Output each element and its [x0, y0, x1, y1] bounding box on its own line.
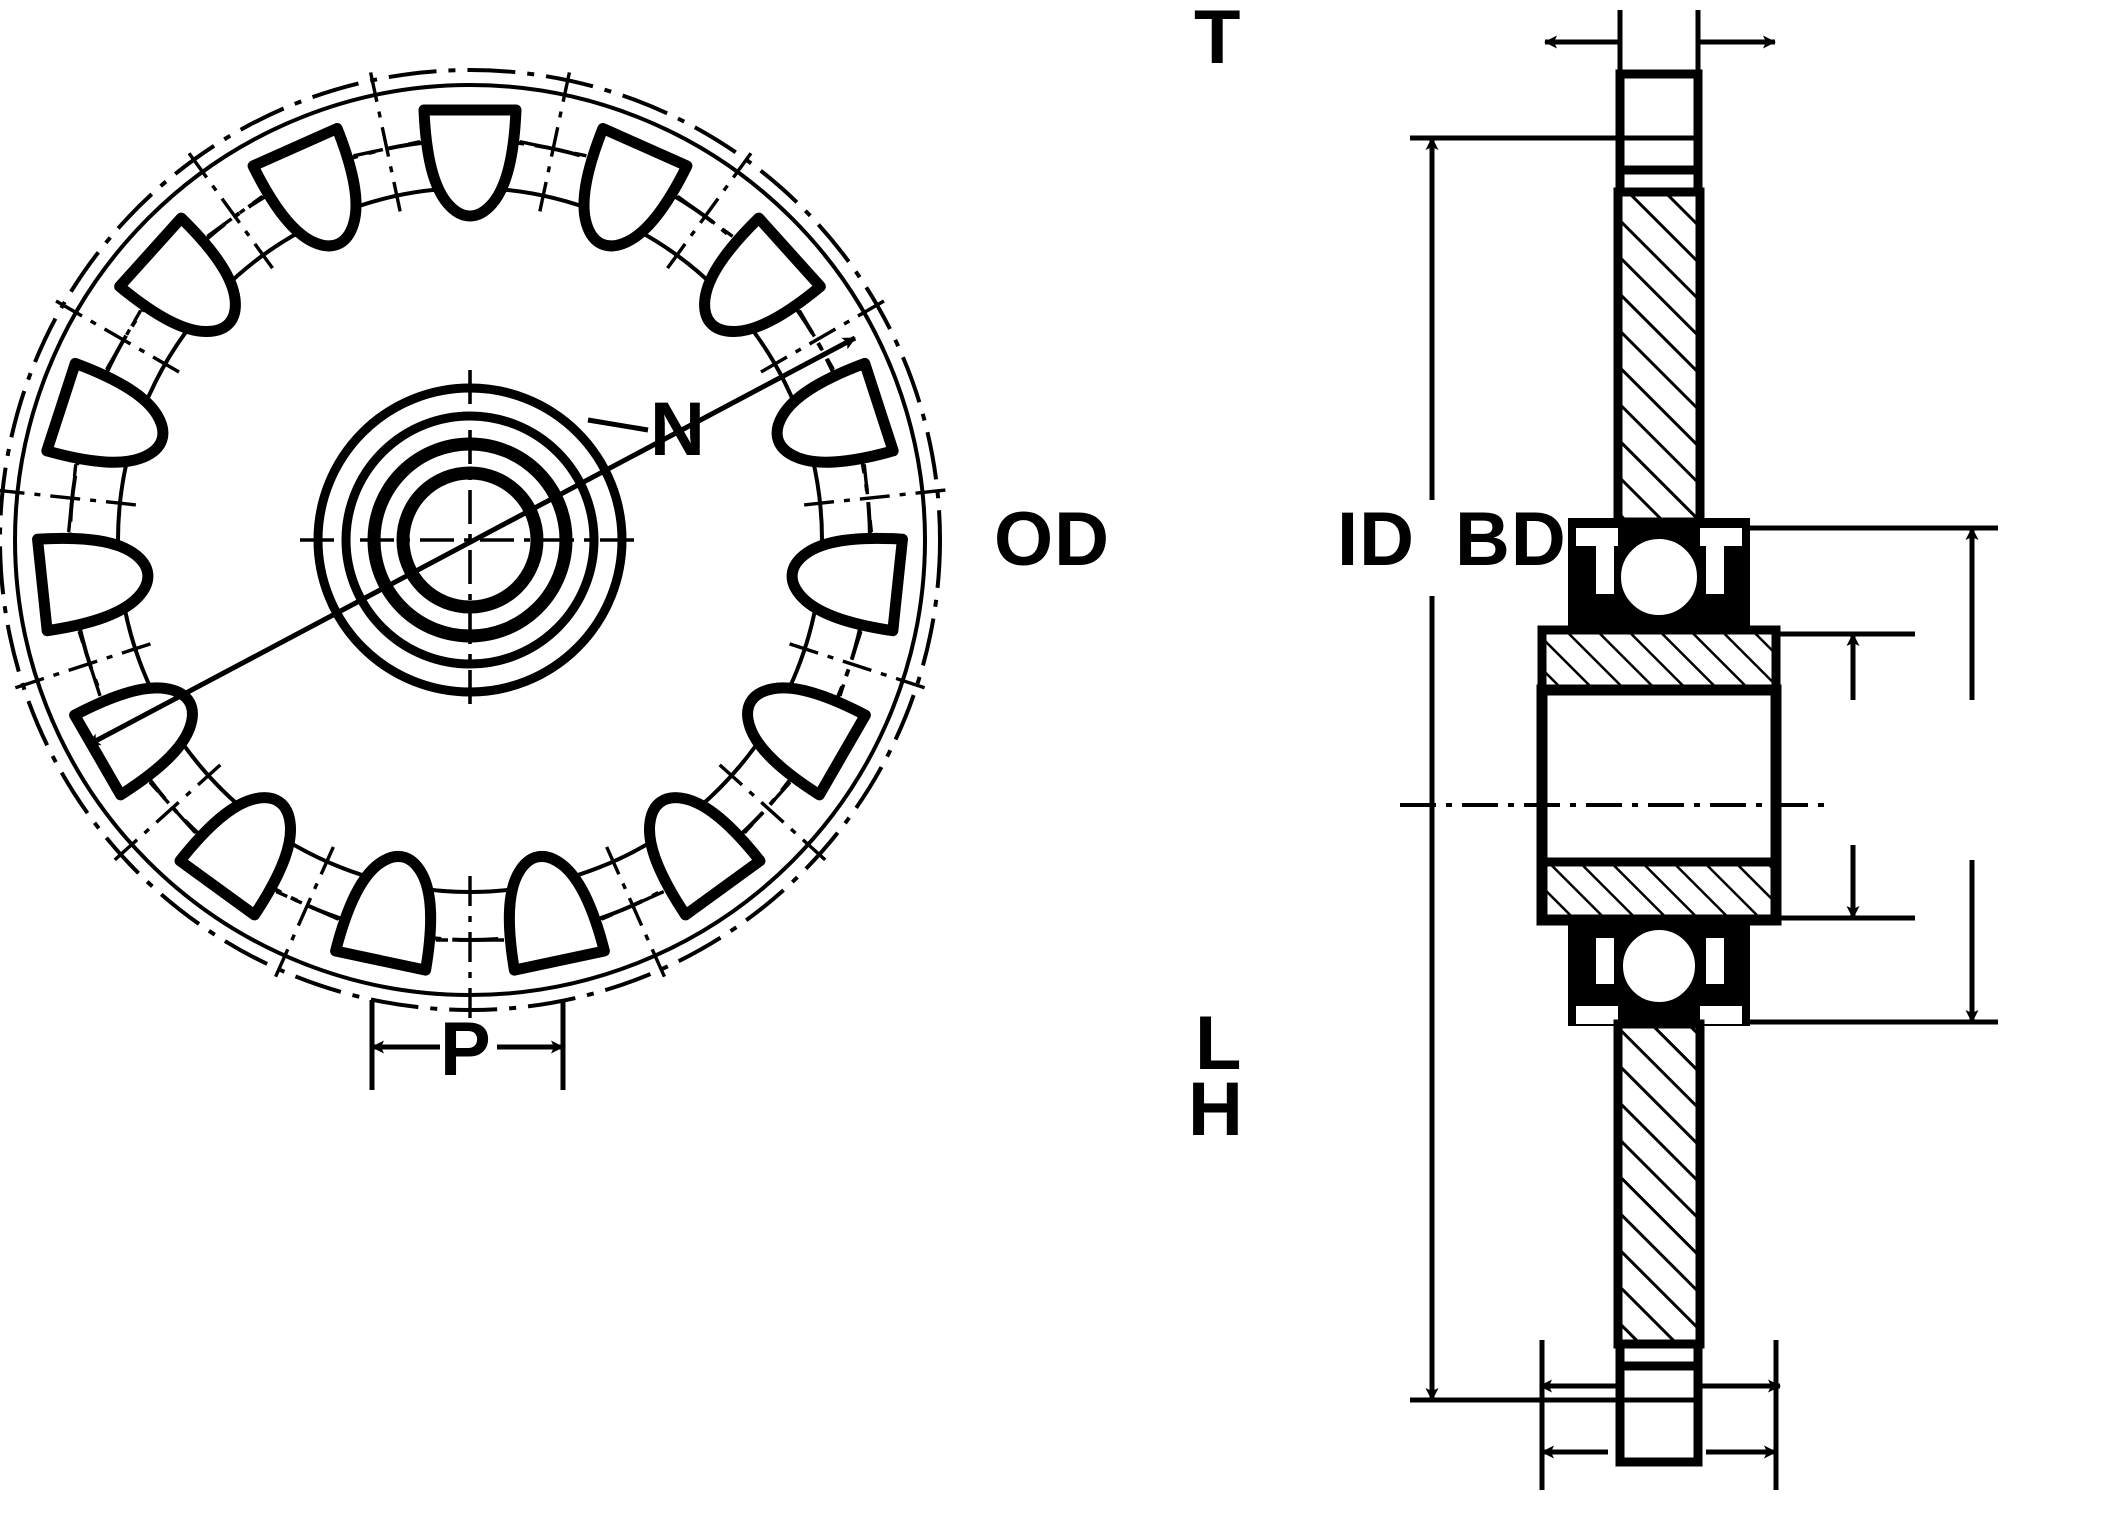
rim-tooth-upper: [1615, 69, 1703, 197]
sprocket-web-lower: [1613, 1019, 1705, 1349]
dimension-label-thickness: T: [1194, 0, 1242, 80]
dimension-label-bearing-diameter: BD: [1455, 497, 1567, 582]
dimension-label-inner-diameter: ID: [1337, 497, 1415, 582]
teeth-count-leader: [86, 335, 857, 748]
length-dimension: [1539, 1290, 1781, 1412]
inner-diameter-dimension: [1776, 631, 1915, 921]
bearing-inner-race-upper: [1537, 625, 1781, 695]
bearing-lower: [1568, 918, 1750, 1026]
bearing-upper: [1568, 518, 1750, 632]
hub-width-dimension: [1539, 1340, 1779, 1490]
bearing-diameter-dimension: [1748, 525, 1998, 1025]
pitch-dimension: [369, 1000, 566, 1090]
rim-tooth-lower: [1615, 1339, 1703, 1467]
dimension-label-length: L: [1195, 1001, 1243, 1086]
sprocket-web-upper: [1613, 187, 1705, 527]
dimension-label-pitch: P: [440, 1007, 492, 1092]
dimension-label-outside-diameter: OD: [994, 497, 1110, 582]
bearing-inner-race-lower: [1537, 857, 1781, 925]
dimension-label-hub-width: H: [1188, 1067, 1244, 1152]
dimension-label-teeth: N: [650, 387, 706, 472]
outside-diameter-dimension: [1410, 135, 1700, 1403]
thickness-dimension: [1544, 10, 1776, 96]
